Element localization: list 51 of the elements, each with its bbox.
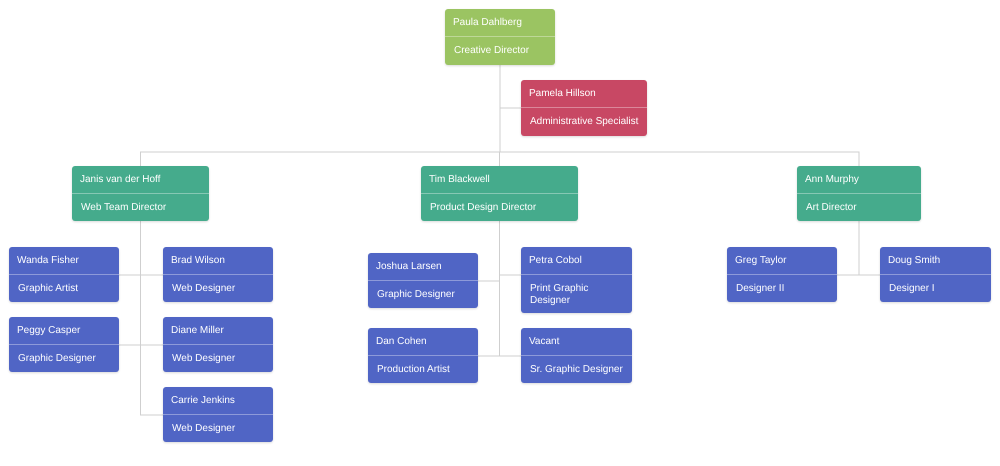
person-card [9, 247, 119, 302]
person-name: Petra Cobol [521, 247, 632, 275]
person-card [368, 253, 478, 308]
person-card [163, 247, 273, 302]
person-name: Janis van der Hoff [72, 166, 209, 194]
job-title: Designer I [888, 282, 936, 296]
person-card [72, 166, 209, 221]
connector-line [140, 220, 164, 416]
job-title: Web Designer [171, 352, 236, 366]
person-card [421, 166, 578, 221]
person-name: Carrie Jenkins [163, 387, 273, 415]
job-title: Creative Director [453, 44, 530, 58]
job-title: Web Designer [171, 282, 236, 296]
job-title: Administrative Specialist [529, 115, 640, 129]
person-name: Joshua Larsen [368, 253, 478, 281]
job-title: Graphic Designer [376, 288, 456, 302]
person-card [727, 247, 837, 302]
person-card [9, 317, 119, 372]
person-card [163, 317, 273, 372]
person-card [445, 9, 555, 65]
job-title: Production Artist [376, 362, 451, 376]
job-title: Product Design Director [429, 200, 538, 214]
person-card [521, 247, 632, 313]
connector-line [858, 220, 880, 276]
person-name: Diane Miller [163, 317, 273, 345]
person-card [797, 166, 921, 221]
job-title: Web Designer [171, 422, 236, 436]
job-title: Sr. Graphic Designer [529, 362, 624, 376]
job-title: Graphic Artist [17, 282, 80, 296]
job-title: Art Director [805, 200, 858, 214]
person-name: Brad Wilson [163, 247, 273, 275]
person-name: Greg Taylor [727, 247, 837, 275]
job-title: Web Team Director [80, 200, 168, 214]
person-name: Peggy Casper [9, 317, 119, 345]
person-card [163, 387, 273, 442]
person-name: Doug Smith [880, 247, 991, 275]
person-card [521, 80, 647, 136]
connector-line [499, 220, 522, 356]
person-name: Pamela Hillson [521, 80, 647, 108]
person-name: Wanda Fisher [9, 247, 119, 275]
person-name: Dan Cohen [368, 328, 478, 356]
job-title: Graphic Designer [17, 352, 97, 366]
person-name: Ann Murphy [797, 166, 921, 194]
person-card [368, 328, 478, 383]
person-name: Tim Blackwell [421, 166, 578, 194]
person-card [521, 328, 632, 383]
person-name: Vacant [521, 328, 632, 356]
person-card [880, 247, 991, 302]
person-name: Paula Dahlberg [445, 9, 555, 37]
job-title: Print Graphic Designer [529, 282, 590, 308]
job-title: Designer II [735, 282, 786, 296]
